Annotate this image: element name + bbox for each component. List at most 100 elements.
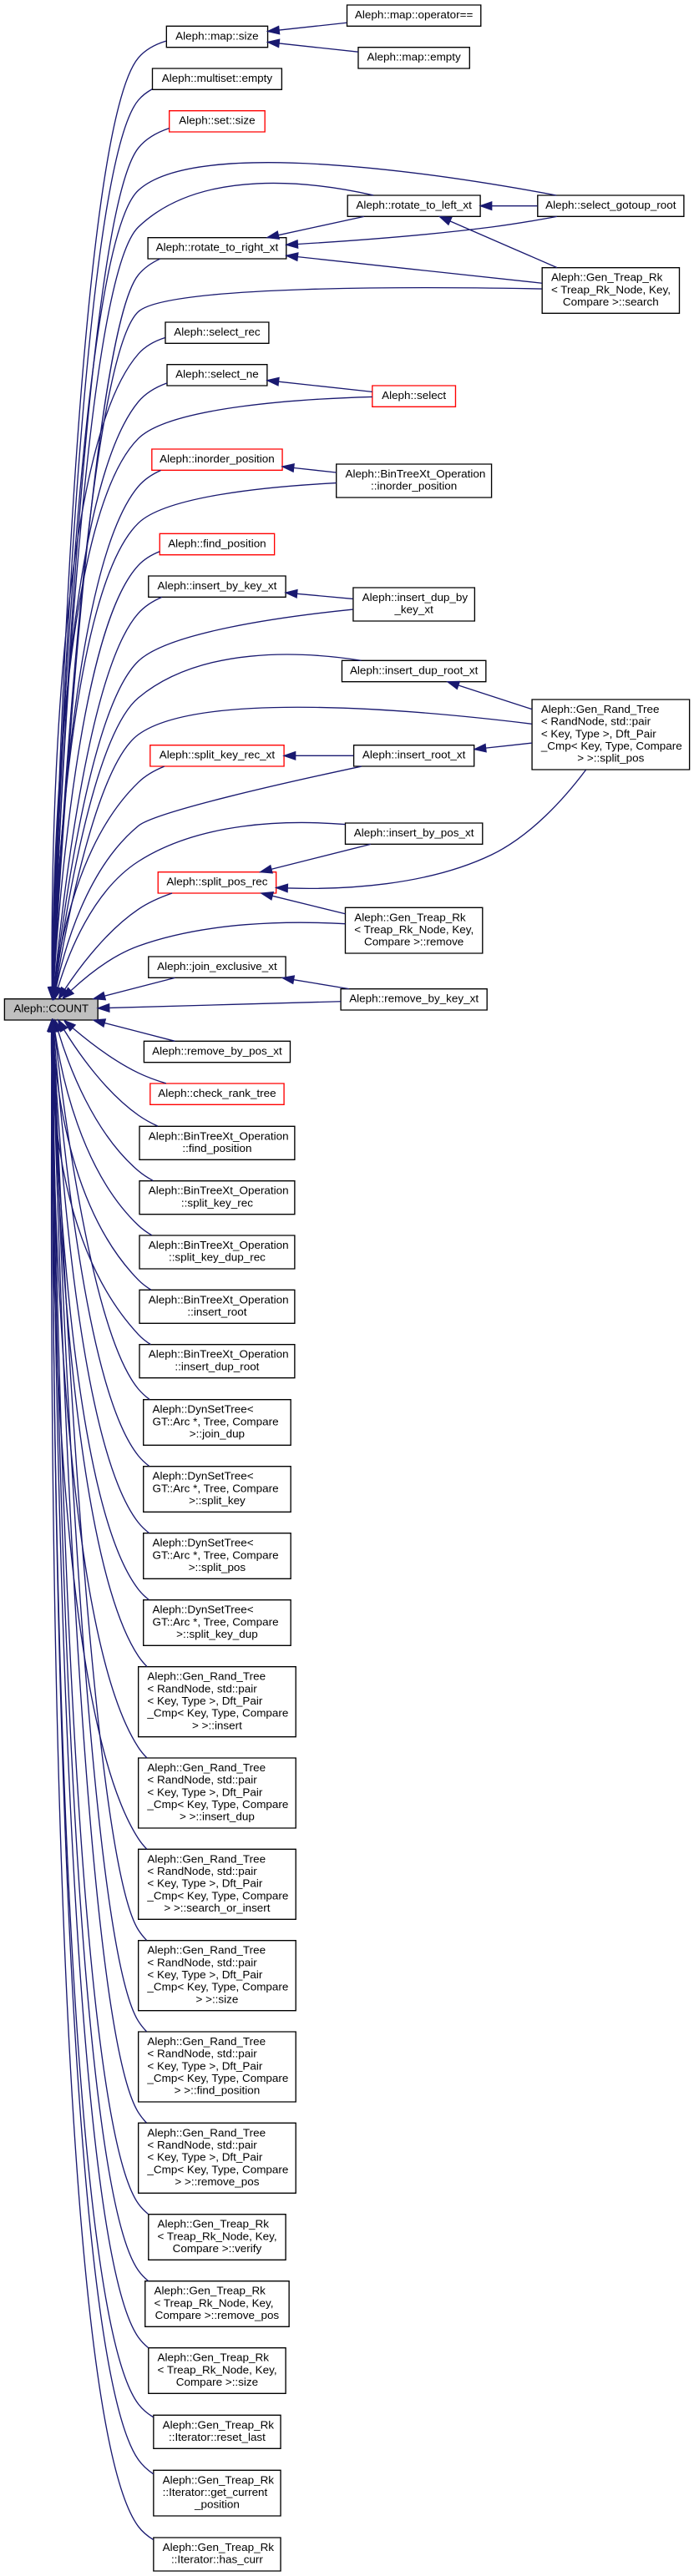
svg-text:_Cmp< Key, Type, Compare: _Cmp< Key, Type, Compare	[540, 740, 682, 752]
svg-text:::split_key_rec: ::split_key_rec	[181, 1196, 253, 1209]
svg-text:Aleph::split_key_rec_xt: Aleph::split_key_rec_xt	[160, 749, 276, 761]
svg-text:Aleph::Gen_Treap_Rk: Aleph::Gen_Treap_Rk	[155, 2285, 266, 2297]
svg-text:Aleph::insert_root_xt: Aleph::insert_root_xt	[362, 749, 466, 761]
svg-text:< RandNode, std::pair: < RandNode, std::pair	[147, 2139, 257, 2151]
svg-text:Aleph::Gen_Rand_Tree: Aleph::Gen_Rand_Tree	[147, 1761, 266, 1774]
svg-text:< Key, Type >, Dft_Pair: < Key, Type >, Dft_Pair	[147, 1968, 262, 1981]
svg-text:Aleph::DynSetTree<: Aleph::DynSetTree<	[152, 1470, 253, 1482]
svg-text:::Iterator::has_curr: ::Iterator::has_curr	[171, 2553, 263, 2566]
svg-text:Compare >::remove: Compare >::remove	[364, 936, 464, 948]
svg-text:GT::Arc *, Tree, Compare: GT::Arc *, Tree, Compare	[152, 1615, 278, 1628]
svg-text:Aleph::insert_by_pos_xt: Aleph::insert_by_pos_xt	[354, 826, 474, 839]
svg-text:< RandNode, std::pair: < RandNode, std::pair	[147, 1682, 257, 1695]
svg-text:Aleph::Gen_Treap_Rk: Aleph::Gen_Treap_Rk	[158, 2218, 270, 2230]
svg-text:Aleph::remove_by_key_xt: Aleph::remove_by_key_xt	[349, 993, 479, 1005]
svg-text:Aleph::map::size: Aleph::map::size	[175, 29, 258, 42]
svg-text:> >::split_pos: > >::split_pos	[577, 752, 644, 765]
svg-text:Aleph::find_position: Aleph::find_position	[168, 537, 266, 549]
svg-text:Aleph::insert_by_key_xt: Aleph::insert_by_key_xt	[157, 579, 276, 592]
svg-text:Aleph::remove_by_pos_xt: Aleph::remove_by_pos_xt	[152, 1044, 282, 1057]
svg-text:_Cmp< Key, Type, Compare: _Cmp< Key, Type, Compare	[146, 2072, 288, 2084]
svg-text:> >::remove_pos: > >::remove_pos	[175, 2175, 259, 2188]
svg-text:< Key, Type >, Dft_Pair: < Key, Type >, Dft_Pair	[147, 2151, 262, 2164]
svg-text:Aleph::BinTreeXt_Operation: Aleph::BinTreeXt_Operation	[149, 1184, 289, 1197]
svg-text:> >::insert: > >::insert	[192, 1719, 242, 1731]
svg-text:> >::find_position: > >::find_position	[175, 2084, 261, 2097]
svg-text:Aleph::BinTreeXt_Operation: Aleph::BinTreeXt_Operation	[149, 1348, 289, 1361]
svg-text:< Key, Type >, Dft_Pair: < Key, Type >, Dft_Pair	[147, 1877, 262, 1890]
svg-text:< RandNode, std::pair: < RandNode, std::pair	[147, 1956, 257, 1968]
svg-text:Aleph::DynSetTree<: Aleph::DynSetTree<	[152, 1403, 253, 1416]
svg-text:_Cmp< Key, Type, Compare: _Cmp< Key, Type, Compare	[146, 1889, 288, 1902]
svg-text:Aleph::Gen_Treap_Rk: Aleph::Gen_Treap_Rk	[163, 2418, 275, 2431]
svg-text:Aleph::split_pos_rec: Aleph::split_pos_rec	[166, 876, 268, 888]
svg-text:::find_position: ::find_position	[182, 1142, 251, 1154]
svg-text:Aleph::BinTreeXt_Operation: Aleph::BinTreeXt_Operation	[149, 1129, 289, 1142]
svg-text:_key_xt: _key_xt	[393, 604, 433, 616]
svg-text:Aleph::map::empty: Aleph::map::empty	[367, 51, 462, 63]
svg-text:Compare >::search: Compare >::search	[563, 295, 659, 308]
svg-text:Aleph::select_rec: Aleph::select_rec	[174, 326, 261, 338]
svg-text:>::split_key: >::split_key	[189, 1494, 246, 1507]
svg-text:Aleph::select_ne: Aleph::select_ne	[175, 368, 259, 381]
svg-text:< RandNode, std::pair: < RandNode, std::pair	[147, 2048, 257, 2060]
svg-text:Aleph::map::operator==: Aleph::map::operator==	[355, 8, 474, 21]
svg-text:_Cmp< Key, Type, Compare: _Cmp< Key, Type, Compare	[146, 1981, 288, 1993]
svg-text:Aleph::BinTreeXt_Operation: Aleph::BinTreeXt_Operation	[345, 467, 485, 480]
svg-text:Aleph::join_exclusive_xt: Aleph::join_exclusive_xt	[157, 960, 277, 972]
svg-text:::insert_root: ::insert_root	[187, 1306, 246, 1318]
svg-text:_Cmp< Key, Type, Compare: _Cmp< Key, Type, Compare	[146, 1707, 288, 1720]
svg-text:_Cmp< Key, Type, Compare: _Cmp< Key, Type, Compare	[146, 2163, 288, 2175]
svg-text:Compare >::verify: Compare >::verify	[173, 2242, 262, 2255]
svg-text:Aleph::Gen_Rand_Tree: Aleph::Gen_Rand_Tree	[147, 2126, 266, 2139]
svg-text:>::join_dup: >::join_dup	[190, 1427, 245, 1440]
svg-text:GT::Arc *, Tree, Compare: GT::Arc *, Tree, Compare	[152, 1548, 278, 1561]
svg-text:< RandNode, std::pair: < RandNode, std::pair	[147, 1865, 257, 1877]
svg-text:GT::Arc *, Tree, Compare: GT::Arc *, Tree, Compare	[152, 1482, 278, 1494]
svg-text:::split_key_dup_rec: ::split_key_dup_rec	[169, 1251, 266, 1264]
svg-text:Aleph::Gen_Rand_Tree: Aleph::Gen_Rand_Tree	[147, 1944, 266, 1957]
svg-text:< Treap_Rk_Node, Key,: < Treap_Rk_Node, Key,	[158, 2230, 277, 2242]
svg-text:< Treap_Rk_Node, Key,: < Treap_Rk_Node, Key,	[551, 283, 671, 295]
svg-text:Aleph::BinTreeXt_Operation: Aleph::BinTreeXt_Operation	[149, 1239, 289, 1251]
svg-text:< Treap_Rk_Node, Key,: < Treap_Rk_Node, Key,	[155, 2296, 274, 2309]
svg-text:< RandNode, std::pair: < RandNode, std::pair	[147, 1774, 257, 1786]
svg-text:Aleph::Gen_Treap_Rk: Aleph::Gen_Treap_Rk	[551, 271, 663, 284]
svg-text:Aleph::set::size: Aleph::set::size	[179, 114, 255, 127]
svg-text:< Key, Type >, Dft_Pair: < Key, Type >, Dft_Pair	[541, 727, 656, 740]
svg-text:Aleph::DynSetTree<: Aleph::DynSetTree<	[152, 1604, 253, 1616]
svg-text:Aleph::rotate_to_left_xt: Aleph::rotate_to_left_xt	[356, 199, 472, 211]
svg-text:::Iterator::reset_last: ::Iterator::reset_last	[169, 2431, 266, 2443]
svg-text:< Treap_Rk_Node, Key,: < Treap_Rk_Node, Key,	[354, 923, 474, 936]
svg-text:_position: _position	[194, 2498, 240, 2511]
svg-text:Aleph::COUNT: Aleph::COUNT	[13, 1003, 89, 1015]
svg-text:Aleph::select_gotoup_root: Aleph::select_gotoup_root	[545, 199, 676, 211]
svg-text:>::split_pos: >::split_pos	[189, 1561, 246, 1573]
svg-text:Compare >::remove_pos: Compare >::remove_pos	[155, 2309, 280, 2321]
svg-text:Aleph::BinTreeXt_Operation: Aleph::BinTreeXt_Operation	[149, 1293, 289, 1306]
svg-text:Aleph::Gen_Treap_Rk: Aleph::Gen_Treap_Rk	[158, 2351, 270, 2364]
svg-text:Aleph::Gen_Rand_Tree: Aleph::Gen_Rand_Tree	[147, 1670, 266, 1683]
svg-text:Compare >::size: Compare >::size	[176, 2376, 258, 2388]
svg-text:Aleph::check_rank_tree: Aleph::check_rank_tree	[158, 1087, 276, 1099]
svg-text:::inorder_position: ::inorder_position	[371, 480, 457, 492]
svg-text:< Key, Type >, Dft_Pair: < Key, Type >, Dft_Pair	[147, 1695, 262, 1707]
svg-text:Aleph::multiset::empty: Aleph::multiset::empty	[162, 72, 273, 84]
svg-text:< Key, Type >, Dft_Pair: < Key, Type >, Dft_Pair	[147, 2059, 262, 2072]
svg-text:Aleph::Gen_Treap_Rk: Aleph::Gen_Treap_Rk	[163, 2473, 275, 2486]
svg-text:Aleph::Gen_Rand_Tree: Aleph::Gen_Rand_Tree	[147, 1852, 266, 1865]
svg-text:Aleph::Gen_Rand_Tree: Aleph::Gen_Rand_Tree	[541, 703, 660, 715]
svg-text:>::split_key_dup: >::split_key_dup	[176, 1628, 258, 1640]
svg-text:> >::insert_dup: > >::insert_dup	[180, 1811, 255, 1823]
svg-text:Aleph::insert_dup_by: Aleph::insert_dup_by	[362, 591, 469, 604]
svg-text:Aleph::Gen_Rand_Tree: Aleph::Gen_Rand_Tree	[147, 2035, 266, 2048]
svg-text:< Key, Type >, Dft_Pair: < Key, Type >, Dft_Pair	[147, 1786, 262, 1798]
svg-text:Aleph::inorder_position: Aleph::inorder_position	[160, 452, 275, 465]
svg-text:> >::size: > >::size	[196, 1993, 239, 2005]
svg-text:::insert_dup_root: ::insert_dup_root	[175, 1360, 259, 1372]
svg-text:::Iterator::get_current: ::Iterator::get_current	[163, 2486, 268, 2498]
svg-text:< RandNode, std::pair: < RandNode, std::pair	[541, 715, 651, 728]
svg-text:Aleph::Gen_Treap_Rk: Aleph::Gen_Treap_Rk	[163, 2541, 275, 2553]
svg-text:Aleph::insert_dup_root_xt: Aleph::insert_dup_root_xt	[350, 664, 479, 676]
svg-text:GT::Arc *, Tree, Compare: GT::Arc *, Tree, Compare	[152, 1415, 278, 1427]
